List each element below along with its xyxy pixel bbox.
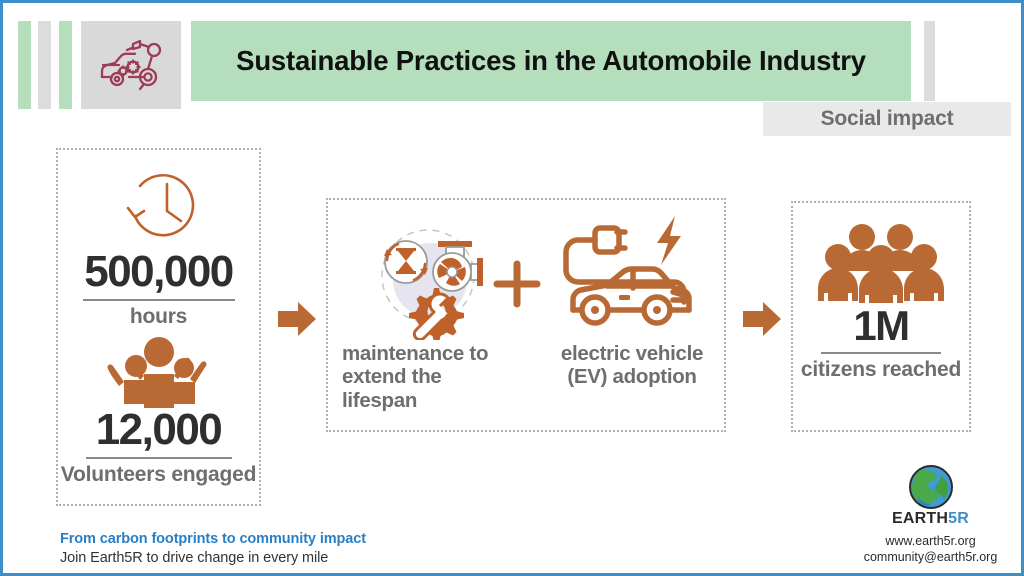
footer-text: From carbon footprints to community impa… <box>60 531 366 566</box>
header-accent-bar-2 <box>38 21 51 109</box>
website-url: www.earth5r.org <box>885 534 976 548</box>
stat-volunteers: 12,000 Volunteers engaged <box>58 336 259 487</box>
clock-arrow-icon-wrap <box>58 164 259 250</box>
practice-maintenance-label: maintenance to extend the lifespan <box>342 342 489 412</box>
header-accent-bar-3 <box>59 21 72 109</box>
divider <box>85 457 232 459</box>
electric-vehicle-plug-icon <box>563 216 692 326</box>
logo-word-blue: 5R <box>948 510 969 527</box>
stat-hours-value: 500,000 <box>84 247 234 296</box>
right-arrow-icon <box>278 302 316 336</box>
divider <box>821 352 941 354</box>
stat-hours: 500,000 hours <box>58 164 259 329</box>
header-accent-bar-1 <box>18 21 31 109</box>
group-icon-wrap <box>793 223 969 305</box>
header-accent-bar-right <box>924 21 935 101</box>
plus-icon <box>493 260 541 308</box>
social-impact-badge: Social impact <box>763 102 1011 136</box>
stat-citizens-value: 1M <box>853 302 910 349</box>
right-stats-panel: 1M citizens reached <box>791 201 971 432</box>
stat-hours-label: hours <box>129 305 188 328</box>
right-arrow-icon <box>743 302 781 336</box>
earth-globe-icon-wrap <box>848 465 1013 509</box>
social-impact-label: Social impact <box>820 107 954 130</box>
maintenance-icon-wrap <box>342 212 514 342</box>
footer-subline: Join Earth5R to drive change in every mi… <box>60 550 329 566</box>
earth-globe-icon <box>908 465 953 509</box>
practice-maintenance: maintenance to extend the lifespan <box>342 212 514 412</box>
clock-arrow-icon <box>126 173 194 237</box>
logo-word-dark: EARTH <box>892 510 949 527</box>
maintenance-gear-hourglass-turbine-icon <box>381 229 483 340</box>
title-banner: Sustainable Practices in the Automobile … <box>191 21 911 101</box>
practice-ev: electric vehicle (EV) adoption <box>546 212 718 389</box>
ev-icon-wrap <box>546 212 718 342</box>
practice-ev-label: electric vehicle (EV) adoption <box>560 342 704 389</box>
stat-volunteers-label: Volunteers engaged <box>60 463 257 486</box>
earth5r-logo-area: EARTH5R www.earth5r.org community@earth5… <box>848 465 1013 565</box>
plus-operator <box>489 256 545 312</box>
footer-tagline: From carbon footprints to community impa… <box>60 531 366 547</box>
car-robot-arm-icon <box>100 39 162 91</box>
email-address: community@earth5r.org <box>863 549 998 564</box>
left-stats-panel: 500,000 hours <box>56 148 261 506</box>
middle-practices-panel: maintenance to extend the lifespan <box>326 198 726 432</box>
flow-arrow-2 <box>741 299 783 339</box>
volunteers-icon-wrap <box>58 336 259 408</box>
contact-info: www.earth5r.org community@earth5r.org <box>848 534 1013 565</box>
volunteers-raised-hands-icon <box>107 337 207 408</box>
earth5r-wordmark: EARTH5R <box>848 510 1013 528</box>
group-of-people-icon <box>818 224 944 303</box>
header-icon-box <box>81 21 181 109</box>
stat-volunteers-value: 12,000 <box>95 405 223 454</box>
divider <box>82 299 235 301</box>
page-title: Sustainable Practices in the Automobile … <box>236 45 866 77</box>
stat-citizens: 1M citizens reached <box>793 223 969 382</box>
flow-arrow-1 <box>276 299 318 339</box>
stat-citizens-label: citizens reached <box>800 358 962 381</box>
